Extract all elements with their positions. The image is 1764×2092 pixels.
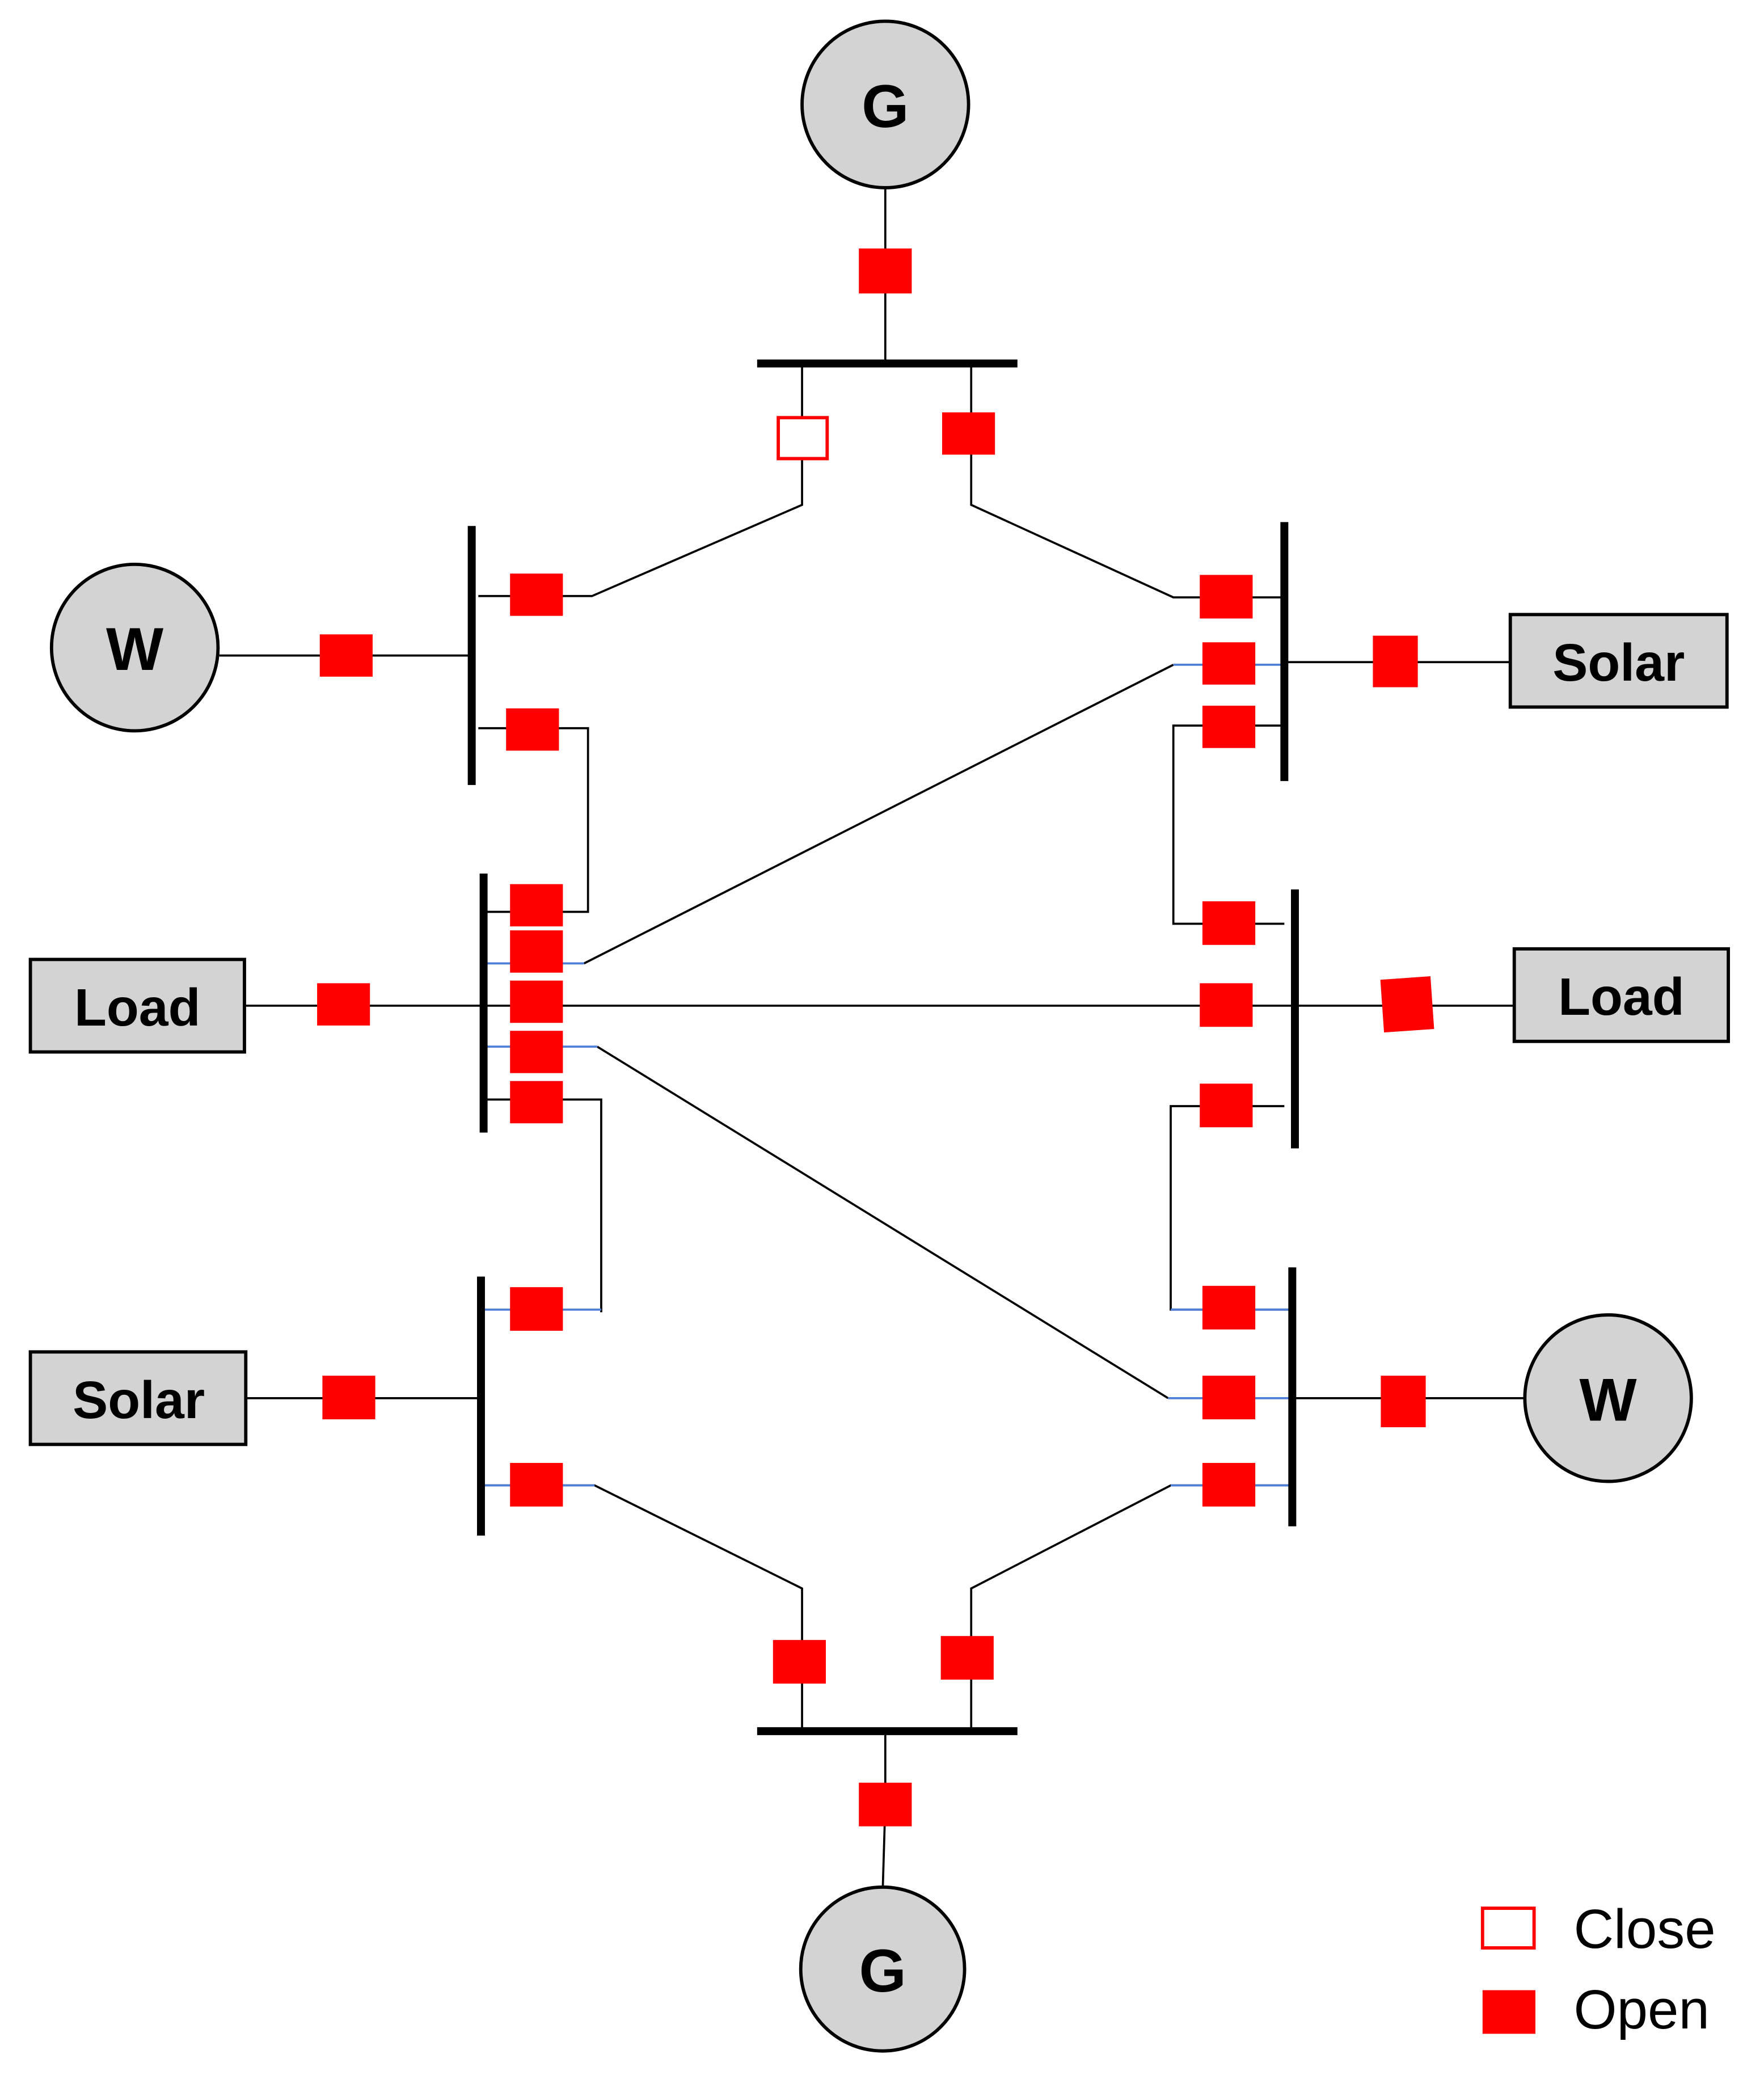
line-top-bus-to-bus-w [478, 363, 803, 597]
line-bus-solar-left-to-bottom-bus [482, 1484, 803, 1731]
generator-bottom-label: G [859, 1937, 906, 2005]
solar-left: Solar [28, 1350, 248, 1446]
breaker-open [1202, 1462, 1256, 1507]
wind-left: W [49, 562, 220, 733]
breaker-open [1200, 575, 1253, 619]
legend: Close Open [1480, 1897, 1716, 2040]
legend-open-swatch [1482, 1990, 1535, 2034]
breaker-open [1380, 976, 1434, 1033]
breaker-open [317, 983, 370, 1026]
line-bus-w-right-to-bottom-bus [970, 1484, 1290, 1731]
breaker-open [942, 412, 995, 455]
breaker-open [859, 248, 912, 294]
line-bus-load-left-to-bus-w-right [596, 1045, 1169, 1399]
breaker-open [510, 1081, 563, 1124]
breaker-open [1373, 635, 1418, 688]
solar-right: Solar [1508, 613, 1729, 709]
generator-bottom: G [799, 1885, 967, 2053]
generator-top-label: G [862, 72, 909, 140]
breaker-open [859, 1782, 912, 1827]
load-left-label: Load [74, 978, 201, 1037]
breakers [317, 248, 1434, 1827]
breaker-open [510, 884, 563, 927]
breaker-open [773, 1640, 826, 1684]
line-bus-load-right-to-bus-w-right [1170, 1105, 1290, 1311]
breaker-open [1202, 1285, 1256, 1330]
load-right-label: Load [1558, 967, 1685, 1026]
breaker-open [1202, 1376, 1256, 1420]
breaker-open [1200, 983, 1253, 1027]
breaker-open [510, 930, 563, 973]
solar-right-label: Solar [1552, 633, 1685, 692]
load-right: Load [1512, 947, 1731, 1043]
wind-left-label: W [106, 615, 164, 683]
breaker-open [322, 1376, 375, 1420]
line-bus-load-left-to-bus-solar [583, 664, 1174, 965]
bus-bars [467, 359, 1299, 1735]
breaker-open [940, 1636, 994, 1680]
breaker-open [510, 573, 563, 616]
generator-top: G [800, 19, 970, 189]
legend-close-swatch [1480, 1907, 1536, 1950]
connection-lines [219, 187, 1525, 1893]
legend-open-label: Open [1574, 1978, 1710, 2040]
solar-left-label: Solar [73, 1370, 205, 1429]
breaker-open [510, 980, 563, 1023]
breaker-closed [777, 416, 829, 461]
wind-right-label: W [1580, 1365, 1638, 1433]
line-top-bus-to-bus-solar [970, 363, 1282, 598]
load-left: Load [28, 958, 246, 1054]
line-bus-load-left-to-bus-solar-left [486, 1098, 602, 1313]
breaker-open [510, 1031, 563, 1073]
breaker-open [1200, 1083, 1253, 1128]
breaker-open [506, 708, 559, 751]
feeder-tints [482, 664, 1290, 1487]
breaker-open [1202, 642, 1256, 685]
breaker-open [1202, 706, 1256, 748]
breaker-open [510, 1462, 563, 1507]
breaker-open [510, 1287, 563, 1331]
line-bus-solar-to-bus-load-right [1172, 724, 1285, 925]
breaker-open [319, 634, 373, 677]
wind-right: W [1523, 1313, 1693, 1483]
breaker-open [1381, 1376, 1426, 1428]
breaker-open [1202, 901, 1256, 945]
legend-close-label: Close [1574, 1897, 1716, 1960]
